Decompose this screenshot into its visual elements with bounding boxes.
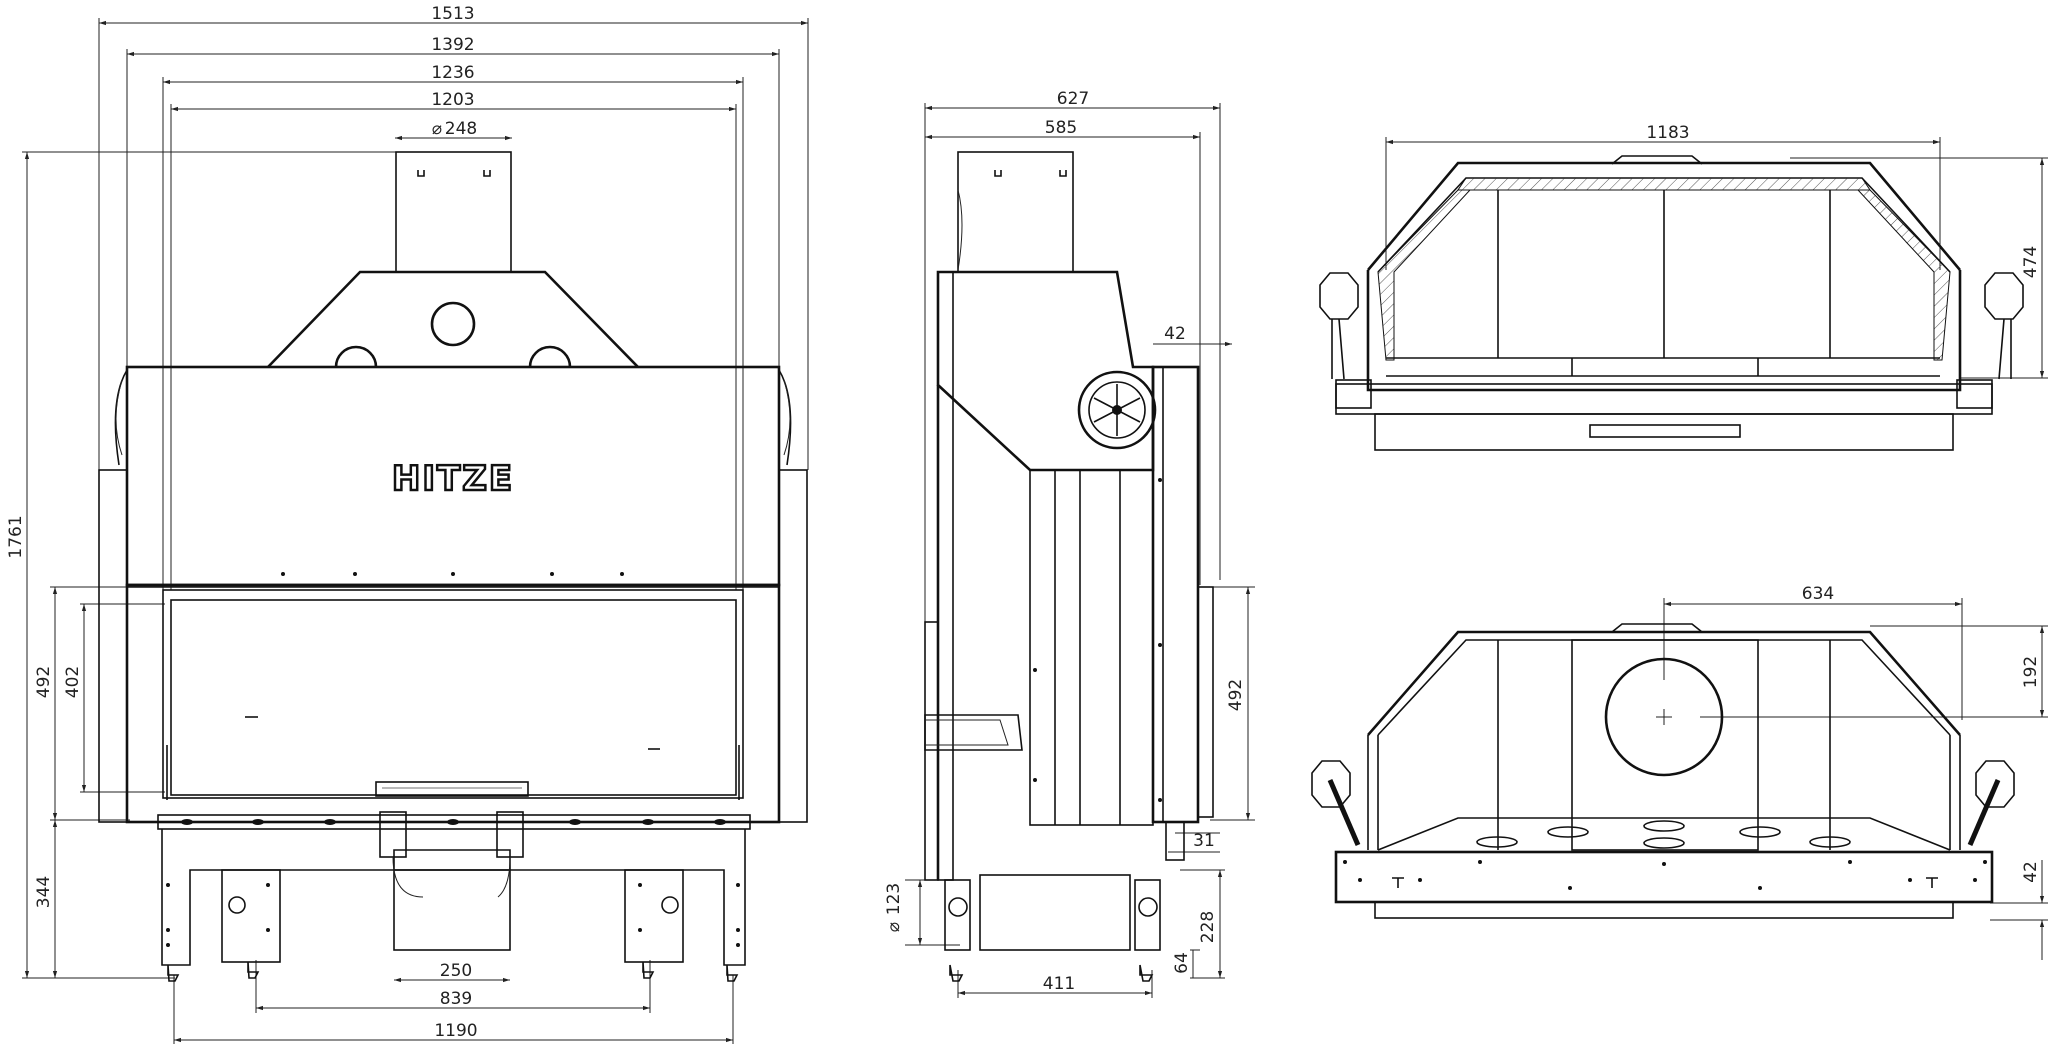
dim-344: 344 [34, 876, 54, 908]
side-view: 627 585 42 492 31 ⌀ 123 228 64 411 [884, 89, 1255, 998]
front-dimension-lines [22, 18, 809, 1044]
dim-42-side: 42 [1164, 324, 1186, 344]
top-view-upper: 1183 474 [1319, 123, 2048, 451]
side-body [924, 151, 1214, 982]
top-lower-body [1311, 623, 2015, 919]
front-flue-collar [395, 151, 512, 273]
front-view: 1513 1392 1236 1203 ⌀ 248 1761 492 402 3… [6, 4, 809, 1044]
side-dimension-lines [905, 103, 1255, 998]
dim-411: 411 [1043, 974, 1075, 994]
dim-31: 31 [1193, 831, 1215, 851]
top-lower-dimension-lines [1663, 598, 2048, 960]
dim-flue-248: 248 [445, 119, 477, 139]
dim-585: 585 [1045, 118, 1077, 138]
dim-diameter-symbol: ⌀ [432, 119, 442, 139]
dim-492-front: 492 [34, 666, 54, 698]
dim-1203: 1203 [431, 90, 474, 110]
dim-402: 402 [63, 666, 83, 698]
dim-474: 474 [2021, 246, 2041, 278]
dim-627: 627 [1057, 89, 1089, 109]
top-view-lower: 634 192 42 [1311, 584, 2048, 960]
dim-1183: 1183 [1646, 123, 1689, 143]
top-upper-dimension-lines [1385, 137, 2048, 379]
dim-839: 839 [440, 989, 472, 1009]
dim-air-diameter-symbol: ⌀ [884, 922, 904, 932]
dim-1513: 1513 [431, 4, 474, 24]
dim-228: 228 [1198, 911, 1218, 943]
dim-1236: 1236 [431, 63, 474, 83]
dim-1761: 1761 [6, 515, 26, 558]
front-feet [167, 961, 739, 982]
dim-42-lower: 42 [2021, 861, 2041, 883]
dim-250: 250 [440, 961, 472, 981]
dim-123: 123 [884, 883, 904, 915]
dim-492-side: 492 [1226, 679, 1246, 711]
front-hood [267, 270, 639, 368]
front-base-frame [161, 811, 746, 982]
dim-192: 192 [2021, 656, 2041, 688]
dim-1190: 1190 [434, 1021, 477, 1041]
dim-634: 634 [1802, 584, 1834, 604]
front-door [125, 583, 781, 830]
brand-logo: HITZE [392, 459, 514, 499]
dim-64: 64 [1172, 952, 1192, 974]
top-upper-body [1319, 155, 2024, 451]
front-upper-body: HITZE [98, 365, 808, 823]
dim-1392: 1392 [431, 35, 474, 55]
